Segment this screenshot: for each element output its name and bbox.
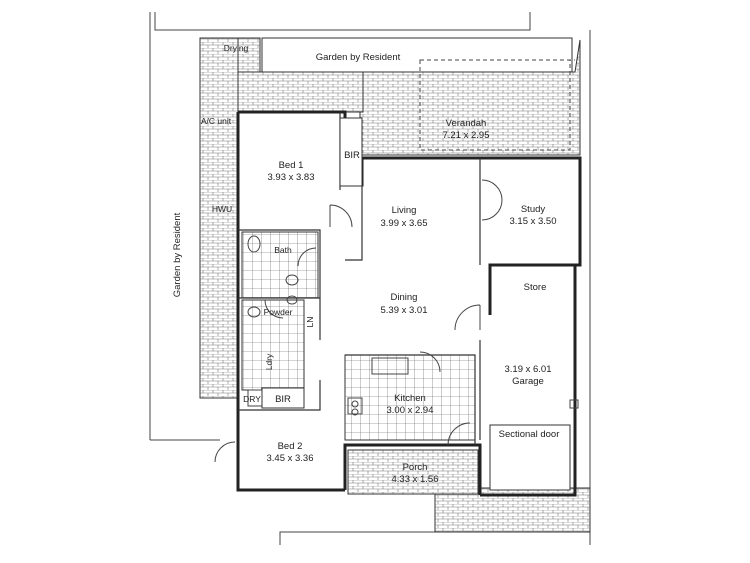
verandah-outline	[419, 59, 575, 151]
ldry-label: Ldry	[264, 353, 274, 370]
study-dims: 3.15 x 3.50	[509, 216, 556, 227]
verandah-label: Verandah	[446, 118, 487, 129]
bir1-label: BIR	[344, 150, 360, 161]
garden-top-label: Garden by Resident	[316, 52, 401, 63]
bed1-label: Bed 1	[279, 160, 304, 171]
store-label: Store	[524, 282, 547, 293]
kitchen-dims: 3.00 x 2.94	[386, 405, 433, 416]
drying-label: Drying	[224, 43, 249, 53]
study-label: Study	[521, 204, 546, 215]
garden-top-area	[261, 37, 573, 73]
bir1-box	[339, 117, 363, 187]
bed1-dims: 3.93 x 3.83	[267, 172, 314, 183]
living-dims: 3.99 x 3.65	[380, 218, 427, 229]
fixtures	[247, 235, 579, 416]
tiled-areas	[241, 231, 476, 441]
garage-label: Garage	[512, 376, 544, 387]
bir2-label: BIR	[275, 394, 291, 405]
bed2-label: Bed 2	[278, 441, 303, 452]
porch-label: Porch	[403, 462, 428, 473]
dining-dims: 5.39 x 3.01	[380, 305, 427, 316]
garden-side-label: Garden by Resident	[172, 212, 183, 297]
ln-label: LN	[305, 317, 315, 328]
doors	[214, 179, 503, 463]
powder-label: Powder	[264, 307, 293, 317]
verandah-dims: 7.21 x 2.95	[442, 130, 489, 141]
sectional-door-label: Sectional door	[499, 429, 560, 440]
kitchen-label: Kitchen	[394, 393, 426, 404]
bir2-box	[261, 387, 305, 409]
bath-label: Bath	[274, 245, 292, 255]
dry-label: DRY	[243, 394, 261, 404]
living-label: Living	[392, 205, 417, 216]
garage-dims: 3.19 x 6.01	[504, 364, 551, 375]
porch-dims: 4.33 x 1.56	[391, 474, 438, 485]
ac-unit-label: A/C unit	[201, 116, 232, 126]
sectional-door	[489, 424, 571, 491]
hwu-label: HWU	[212, 204, 232, 214]
dining-label: Dining	[391, 292, 418, 303]
paving	[199, 37, 591, 533]
site-boundary	[149, 12, 591, 545]
bed2-dims: 3.45 x 3.36	[266, 453, 313, 464]
